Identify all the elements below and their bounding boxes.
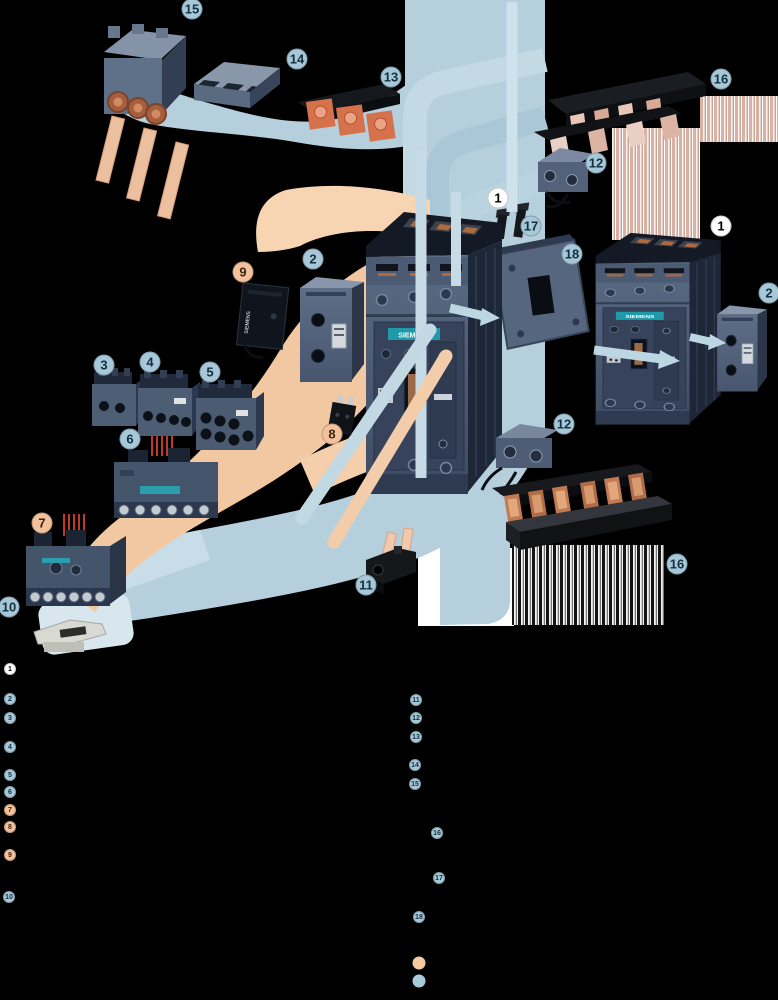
busbar-bottom-right <box>492 464 672 550</box>
legend-badge-15: 15 <box>409 778 421 790</box>
callout-badge-16: 16 <box>666 553 688 575</box>
brand-label: SIEMENS <box>244 310 252 334</box>
callout-badge-4: 4 <box>139 351 161 373</box>
callout-badge-3: 3 <box>93 354 115 376</box>
through-rods <box>295 2 518 549</box>
legend-badge-4: 4 <box>4 741 16 753</box>
legend-badge-13: 13 <box>410 731 422 743</box>
coil-module-top <box>538 148 594 209</box>
legend-badge-11: 11 <box>410 694 422 706</box>
timer-block <box>26 530 126 606</box>
legend-badge-18: 18 <box>413 911 425 923</box>
coil-module-bottom <box>480 424 558 496</box>
callout-badge-15: 15 <box>181 0 203 20</box>
relay-block-wide <box>114 448 218 518</box>
callout-badge-14: 14 <box>286 48 308 70</box>
callout-badge-7: 7 <box>31 512 53 534</box>
callout-badge-13: 13 <box>380 66 402 88</box>
pin-comb-top-right <box>612 96 778 240</box>
callout-badge-12: 12 <box>553 413 575 435</box>
aux-contact-block-4p <box>196 380 264 450</box>
aux-contact-block-2p <box>138 370 200 436</box>
callout-badge-12: 12 <box>585 152 607 174</box>
legend-badge-16: 16 <box>431 827 443 839</box>
callout-badge-6: 6 <box>119 428 141 450</box>
wire-bundles <box>63 430 173 536</box>
callout-badge-17: 17 <box>520 215 542 237</box>
legend-badge-1: 1 <box>4 663 16 675</box>
legend-badge-5: 5 <box>4 769 16 781</box>
aux-contact-block-1p <box>92 368 144 426</box>
legend-badge-7: 7 <box>4 804 16 816</box>
legend-badge-6: 6 <box>4 786 16 798</box>
callout-badge-2: 2 <box>302 248 324 270</box>
exploded-diagram: SIEMENS <box>26 0 778 655</box>
callout-badge-1: 1 <box>710 215 732 237</box>
legend-color-dot-1 <box>412 956 426 970</box>
mounting-bracket <box>366 527 416 594</box>
callout-badge-5: 5 <box>199 361 221 383</box>
callout-badge-11: 11 <box>355 574 377 596</box>
legend-badge-12: 12 <box>410 712 422 724</box>
box-terminal-block <box>104 24 186 125</box>
callout-badge-9: 9 <box>232 261 254 283</box>
callout-badge-1: 1 <box>487 187 509 209</box>
aux-switch-left <box>299 276 365 383</box>
legend-badge-8: 8 <box>4 821 16 833</box>
legend-color-dot-2 <box>412 974 426 988</box>
legend-badge-10: 10 <box>3 891 15 903</box>
callout-badge-18: 18 <box>561 243 583 265</box>
box-terminal-pins <box>95 115 190 220</box>
busbar-with-lugs <box>298 84 400 142</box>
terminal-cover <box>194 62 280 108</box>
legend-badge-14: 14 <box>409 759 421 771</box>
aux-switch-right <box>716 304 768 392</box>
callout-badge-10: 10 <box>0 596 20 618</box>
contactor-right <box>594 231 722 426</box>
electronic-module: SIEMENS <box>235 282 290 360</box>
callout-badge-8: 8 <box>321 423 343 445</box>
clip-part <box>33 619 107 652</box>
legend-badge-2: 2 <box>4 693 16 705</box>
legend-badge-17: 17 <box>433 872 445 884</box>
callout-badge-2: 2 <box>758 282 778 304</box>
legend-badge-9: 9 <box>4 849 16 861</box>
callout-badge-16: 16 <box>710 68 732 90</box>
mounting-arrows-right <box>593 333 726 369</box>
legend-badge-3: 3 <box>4 712 16 724</box>
